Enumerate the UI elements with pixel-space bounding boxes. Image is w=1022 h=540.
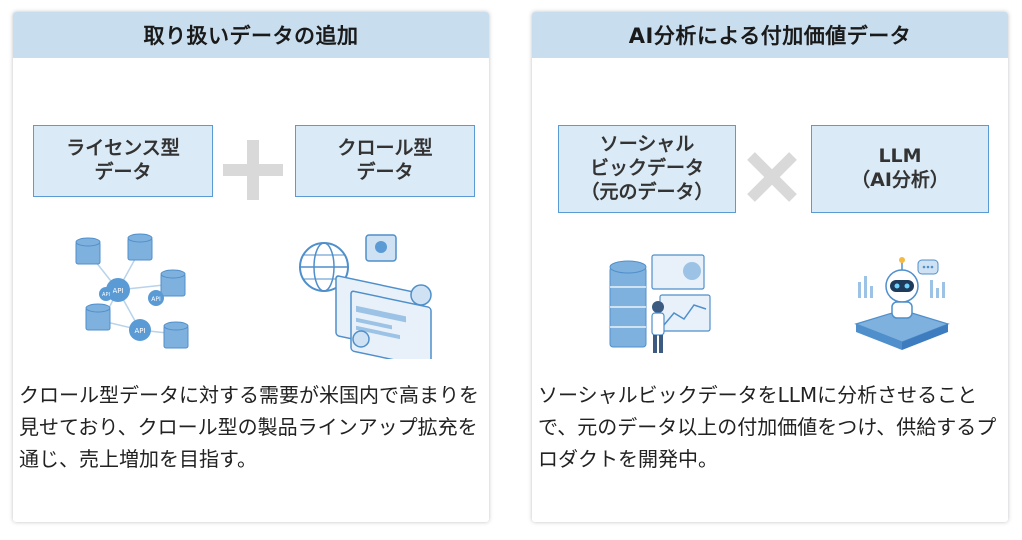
ai-robot-icon <box>854 257 950 350</box>
api-label: API <box>112 287 123 295</box>
panel-description: ソーシャルビックデータをLLMに分析させることで、元のデータ以上の付加価値をつけ… <box>538 383 997 471</box>
box-label-line: ソーシャル <box>599 133 695 156</box>
box-label-line: ビックデータ <box>589 157 704 180</box>
web-crawler-icon <box>299 234 432 359</box>
licensed-data-box: ライセンス型 データ <box>33 125 213 197</box>
box-label-line: データ <box>356 161 414 183</box>
social-big-data-box: ソーシャル ビックデータ （元のデータ） <box>558 125 736 213</box>
panel-title: 取り扱いデータの追加 <box>13 12 489 58</box>
panel-description: クロール型データに対する需要が米国内で高まりを見せており、クロール型の製品ライン… <box>19 383 479 471</box>
api-label: API <box>134 327 145 335</box>
box-label-line: （元のデータ） <box>580 180 714 203</box>
box-label-line: データ <box>94 161 152 183</box>
box-label-line: （AI分析） <box>851 169 949 191</box>
plus-icon <box>223 140 283 200</box>
box-label-line: LLM <box>878 145 922 168</box>
panel-title: AI分析による付加価値データ <box>532 12 1008 58</box>
crawled-data-box: クロール型 データ <box>295 125 475 197</box>
llm-box: LLM （AI分析） <box>811 125 989 213</box>
times-icon <box>747 152 797 202</box>
api-label: API <box>151 296 161 303</box>
right-panel: AI分析による付加価値データ ソーシャル ビックデータ （元のデータ） LLM … <box>532 12 1008 522</box>
box-label-line: クロール型 <box>337 137 433 160</box>
api-label: API <box>102 292 110 298</box>
data-analysis-icon <box>609 254 711 353</box>
left-panel: 取り扱いデータの追加 ライセンス型 データ クロール型 データ <box>13 12 489 522</box>
box-label-line: ライセンス型 <box>66 137 180 160</box>
api-database-network-icon: API API API API <box>75 233 189 349</box>
